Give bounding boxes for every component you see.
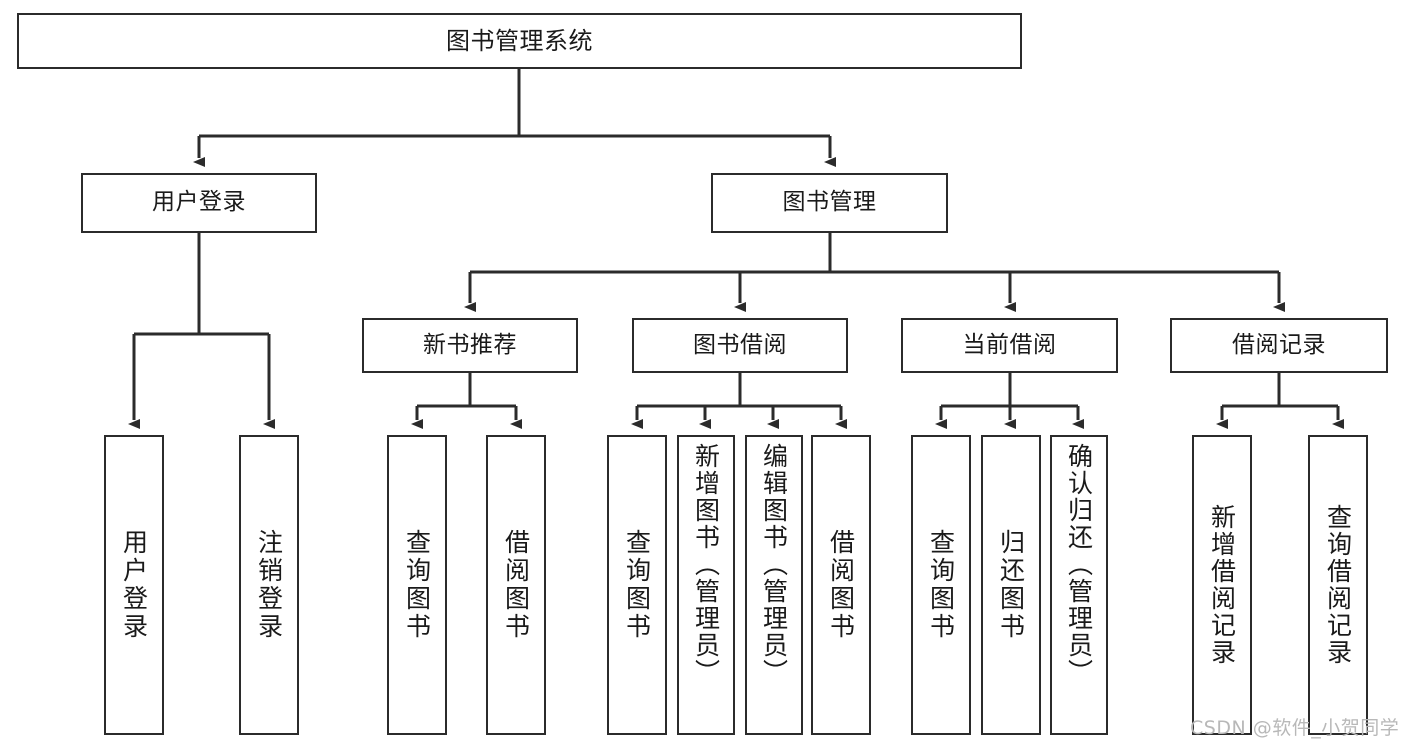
node-leaf-user-login[interactable]: 用户登录 [104,435,164,735]
node-leaf-query-book-2[interactable]: 查询图书 [607,435,667,735]
node-label: 当前借阅 [962,331,1057,358]
node-leaf-edit-book[interactable]: 编辑图书（管理员） [745,435,803,735]
node-leaf-logout-login[interactable]: 注销登录 [239,435,299,735]
node-label: 确认归还（管理员） [1064,443,1094,686]
node-label: 借阅图书 [501,529,531,641]
node-label: 图书管理系统 [446,26,593,55]
node-leaf-borrow-book-1[interactable]: 借阅图书 [486,435,546,735]
node-label: 编辑图书（管理员） [759,443,789,686]
node-label: 用户登录 [152,189,246,216]
node-leaf-add-record[interactable]: 新增借阅记录 [1192,435,1252,735]
node-label: 归还图书 [996,529,1026,641]
node-current-borrow[interactable]: 当前借阅 [901,318,1118,373]
node-label: 借阅图书 [826,529,856,641]
node-user-login[interactable]: 用户登录 [81,173,317,233]
node-leaf-borrow-book-2[interactable]: 借阅图书 [811,435,871,735]
node-label: 查询图书 [622,529,652,641]
node-label: 图书借阅 [693,331,787,358]
node-label: 查询借阅记录 [1323,504,1353,666]
node-new-book-recommend[interactable]: 新书推荐 [362,318,578,373]
node-label: 图书管理 [782,189,877,216]
node-label: 查询图书 [402,529,432,641]
node-label: 借阅记录 [1232,331,1326,358]
node-leaf-confirm-return[interactable]: 确认归还（管理员） [1050,435,1108,735]
node-label: 用户登录 [119,529,149,641]
node-label: 新增借阅记录 [1207,504,1237,666]
node-borrow-record[interactable]: 借阅记录 [1170,318,1388,373]
node-root-book-management-system[interactable]: 图书管理系统 [17,13,1022,69]
node-leaf-query-book-3[interactable]: 查询图书 [911,435,971,735]
node-book-borrow[interactable]: 图书借阅 [632,318,848,373]
node-leaf-return-book[interactable]: 归还图书 [981,435,1041,735]
node-leaf-query-book-1[interactable]: 查询图书 [387,435,447,735]
node-label: 查询图书 [926,529,956,641]
node-label: 新书推荐 [423,331,517,358]
node-leaf-query-record[interactable]: 查询借阅记录 [1308,435,1368,735]
node-book-manage[interactable]: 图书管理 [711,173,948,233]
node-label: 注销登录 [254,529,284,641]
node-label: 新增图书（管理员） [691,443,721,686]
node-leaf-add-book[interactable]: 新增图书（管理员） [677,435,735,735]
